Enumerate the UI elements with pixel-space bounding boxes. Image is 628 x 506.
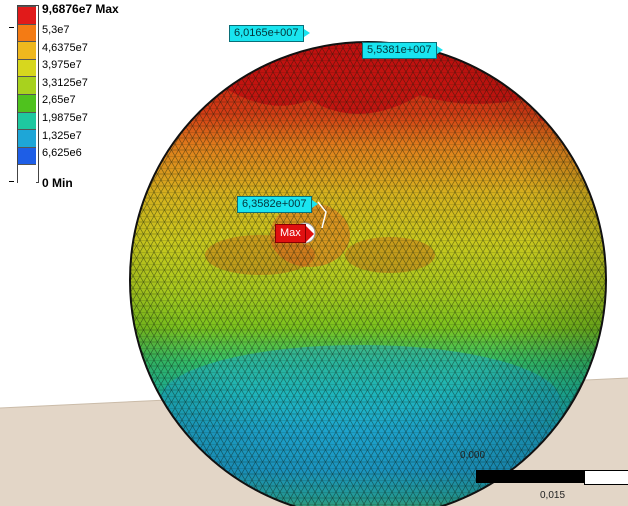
legend-swatch	[18, 111, 36, 131]
legend-level-label: 1,325e7	[42, 129, 82, 142]
legend-level-label: 1,9875e7	[42, 112, 88, 124]
legend-tick-bottom	[9, 181, 14, 182]
legend-tick-top	[9, 27, 14, 28]
probe-label-2[interactable]: 5,5381e+007	[362, 42, 443, 59]
legend-level-label: 5,3e7	[42, 24, 70, 36]
legend-swatch	[18, 41, 36, 60]
scale-bar-black	[476, 470, 584, 483]
legend-level-label: 6,625e6	[42, 147, 82, 160]
legend-swatch	[18, 94, 36, 113]
probe-label-3[interactable]: 6,3582e+007	[237, 196, 318, 213]
legend-swatch	[18, 146, 36, 166]
legend-max-label: 9,6876e7 Max	[42, 2, 119, 16]
scale-left-label: 0,000	[460, 450, 486, 461]
legend-level-label: 3,3125e7	[42, 76, 88, 89]
legend-swatch	[18, 76, 36, 95]
scale-bar: 0,000 0,015	[460, 450, 628, 506]
contour-legend[interactable]: 9,6876e7 Max 5,3e7 4,6375e7 3,975e7 3,3125e…	[5, 3, 165, 193]
legend-level-label: 4,6375e7	[42, 41, 88, 54]
legend-level-label: 3,975e7	[42, 59, 82, 72]
legend-swatch	[18, 129, 36, 148]
legend-level-label: 2,65e7	[42, 94, 76, 107]
scale-bar-white	[584, 470, 628, 485]
legend-swatch	[18, 6, 36, 25]
legend-swatch	[18, 164, 36, 183]
scale-right-label: 0,015	[540, 490, 566, 501]
legend-swatch	[18, 58, 36, 78]
probe-label-1[interactable]: 6,0165e+007	[229, 25, 310, 42]
legend-swatch	[18, 23, 36, 43]
max-label[interactable]: Max	[275, 224, 314, 243]
legend-min-label: 0 Min	[42, 176, 73, 190]
